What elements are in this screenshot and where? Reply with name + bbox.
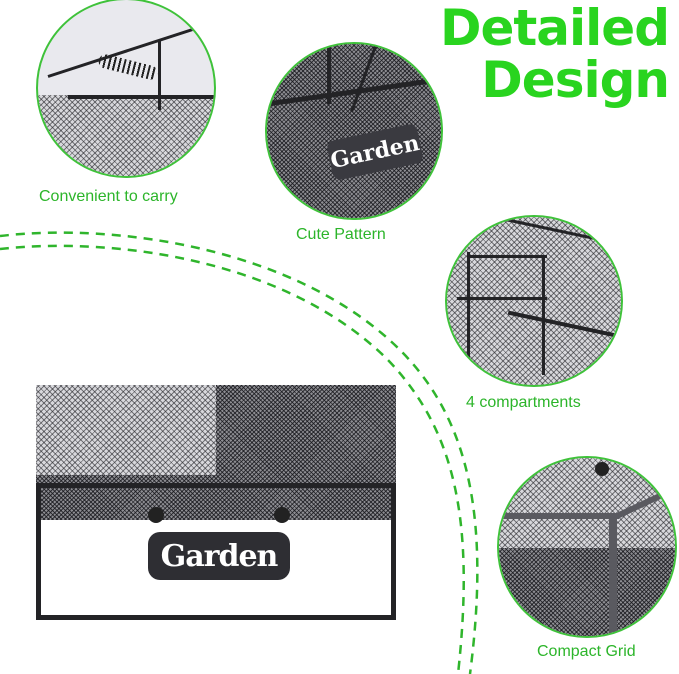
headline-line-1: Detailed <box>439 0 670 57</box>
caption-compartments: 4 compartments <box>466 394 581 411</box>
spring-handle-icon <box>97 52 159 82</box>
rivet-icon <box>595 462 609 476</box>
caption-carry: Convenient to carry <box>39 188 178 205</box>
rivet-icon <box>148 507 164 523</box>
rivet-icon <box>274 507 290 523</box>
caption-grid: Compact Grid <box>537 643 636 660</box>
headline-line-2: Design <box>481 51 670 109</box>
feature-image-pattern: Garden <box>265 42 443 220</box>
feature-image-carry <box>36 0 216 178</box>
headline: Detailed Design <box>439 0 670 109</box>
caption-pattern: Cute Pattern <box>296 226 386 243</box>
garden-name-plate: Garden <box>148 532 290 580</box>
product-basket <box>36 385 396 625</box>
feature-image-compartments <box>445 215 623 387</box>
feature-image-grid <box>497 456 677 638</box>
